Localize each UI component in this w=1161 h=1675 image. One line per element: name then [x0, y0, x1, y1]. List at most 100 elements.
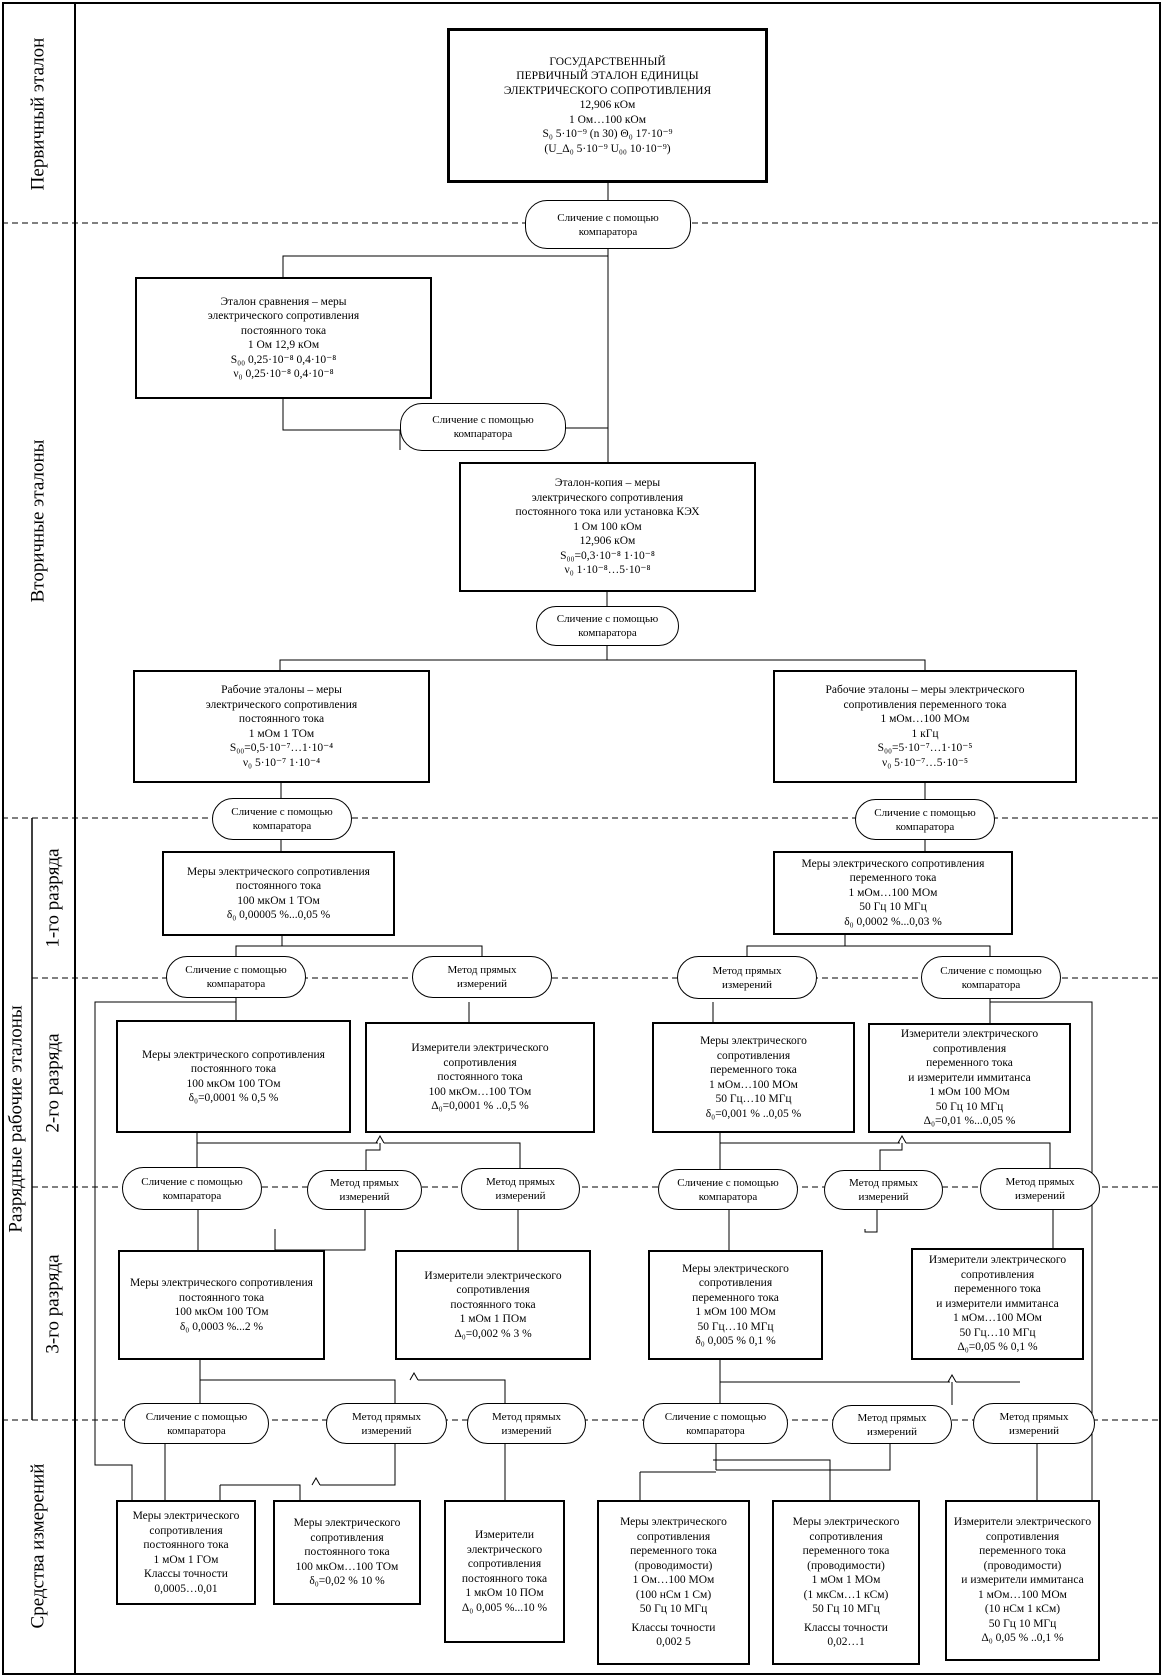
method-line: Сличение с помощью	[664, 1410, 767, 1423]
box-line: сопротивления	[809, 1530, 883, 1543]
method-line: Метод прямых	[485, 1176, 555, 1188]
box-line: (U_Δ₀ 5·10⁻⁹ U₀₀ 10·10⁻⁹)	[544, 142, 671, 155]
lane-instruments-label: Средства измерений	[27, 1463, 49, 1628]
box-line: 1 кГц	[911, 727, 939, 740]
box-line: Меры электрического	[682, 1262, 789, 1275]
box-line: 1 мОм 100 МОм	[695, 1306, 776, 1318]
box-line: постоянного тока	[450, 1298, 536, 1311]
lane-secondary: Вторичные эталоны	[2, 223, 75, 818]
direct-method-node: Метод прямых измерений	[461, 1168, 580, 1210]
box-line: сопротивления	[636, 1530, 711, 1543]
box-line: Эталон-копия – меры	[554, 477, 661, 490]
method-line: измерений	[495, 1190, 546, 1202]
box-line: переменного тока	[710, 1064, 797, 1076]
box-line: Измерители	[475, 1529, 534, 1541]
method-line: Сличение с помощью	[141, 1175, 243, 1188]
box-line: переменного тока	[630, 1545, 717, 1558]
box-line: 1 мОм 100 МОм	[929, 1086, 1010, 1099]
box-line: 50 Гц…10 МГц	[959, 1326, 1036, 1339]
box-line: Измерители электрического	[900, 1028, 1039, 1041]
box-line: 50 Гц…10 МГц	[697, 1320, 774, 1333]
box-line: ν₀ 5·10⁻⁷ 1·10⁻⁴	[242, 756, 321, 769]
method-line: измерений	[722, 978, 772, 991]
box-line: Меры электрического	[293, 1517, 401, 1530]
box-line: 1 Ом…100 МОм	[632, 1574, 715, 1587]
box-line: S₀₀=0,3·10⁻⁸ 1·10⁻⁸	[560, 549, 655, 562]
box-line: Δ₀=0,002 % 3 %	[454, 1327, 532, 1340]
box-line: ГОСУДАРСТВЕННЫЙ	[549, 55, 666, 68]
box-line: постоянного тока	[190, 1063, 277, 1075]
box-line: Классы точности	[804, 1621, 888, 1634]
box-line: Рабочие эталоны – меры	[221, 684, 342, 696]
lane-grade-group: Разрядные рабочие эталоны	[2, 818, 32, 1420]
method-line: компаратора	[698, 1190, 758, 1203]
box-line: Меры электрического	[132, 1510, 240, 1522]
box-line: 50 Гц 10 МГц	[812, 1603, 880, 1616]
box-line: Меры электрического сопротивления	[187, 865, 370, 878]
box-line: переменного тока	[802, 1545, 890, 1558]
box-line: 50 Гц 10 МГц	[859, 901, 927, 914]
box-line: δ₀ 0,0003 %...2 %	[179, 1320, 264, 1333]
box-line: постоянного тока	[437, 1071, 523, 1084]
method-line: Метод прямых	[712, 964, 782, 977]
method-line: Сличение с помощью	[874, 806, 976, 819]
box-line: S₀₀=0,5·10⁻⁷…1·10⁻⁴	[229, 742, 334, 754]
box-line: 1 мОм…100 МОм	[848, 886, 938, 899]
box-line: сопротивления переменного тока	[843, 698, 1007, 711]
box-line: Меры электрического	[620, 1516, 727, 1529]
box-line: электрического сопротивления	[207, 310, 360, 322]
box-line: Δ₀=0,0001 % ..0,5 %	[431, 1100, 529, 1113]
box-line: Классы точности	[144, 1568, 228, 1580]
method-line: измерений	[501, 1424, 552, 1437]
box-line: постоянного тока	[143, 1539, 229, 1551]
method-line: Метод прямых	[848, 1177, 918, 1189]
box-line: сопротивления	[149, 1524, 223, 1537]
box-line: 1 мОм 1 МОм	[811, 1574, 881, 1587]
box-line: 100 мкОм 100 ТОм	[174, 1306, 269, 1318]
lane-secondary-label: Вторичные эталоны	[27, 439, 49, 602]
method-line: Метод прямых	[857, 1411, 927, 1424]
box-line: δ₀=0,02 % 10 %	[309, 1575, 385, 1588]
box-line: (1 мкСм…1 кСм)	[803, 1588, 889, 1601]
box-line: постоянного тока	[238, 713, 325, 725]
box-line: 1 Ом 100 кОм	[573, 520, 642, 533]
box-line: переменного тока	[692, 1291, 779, 1304]
box-line: 100 мкОм…100 ТОм	[428, 1085, 532, 1098]
box-line: сопротивления	[443, 1056, 517, 1069]
box-line: Δ₀ 0,05 % ..0,1 %	[981, 1632, 1064, 1645]
method-line: Метод прямых	[491, 1410, 561, 1423]
box-line: Меры электрического сопротивления	[801, 857, 985, 870]
box-line: (проводимости)	[634, 1559, 713, 1572]
method-line: компаратора	[167, 1424, 226, 1437]
box-line: 0,0005…0,01	[154, 1582, 218, 1595]
box-line: 1 мОм…100 МОм	[709, 1078, 798, 1091]
box-line: Измерители электрического	[424, 1269, 562, 1282]
method-line: Сличение с помощью	[557, 211, 659, 224]
method-line: компаратора	[252, 820, 312, 832]
box-line: 0,02…1	[827, 1636, 865, 1649]
lane-instruments: Средства измерений	[2, 1420, 75, 1671]
box-line: S₀₀=5·10⁻⁷…1·10⁻⁵	[877, 742, 973, 754]
box-line: (проводимости)	[807, 1559, 885, 1572]
box-line: (100 нСм 1 См)	[635, 1588, 712, 1601]
box-line: переменного тока	[979, 1545, 1066, 1558]
method-line: Метод прямых	[447, 964, 517, 976]
box-line: Меры электрического	[700, 1035, 807, 1047]
box-line: Меры электрического сопротивления	[142, 1048, 325, 1061]
method-line: измерений	[1009, 1424, 1059, 1437]
